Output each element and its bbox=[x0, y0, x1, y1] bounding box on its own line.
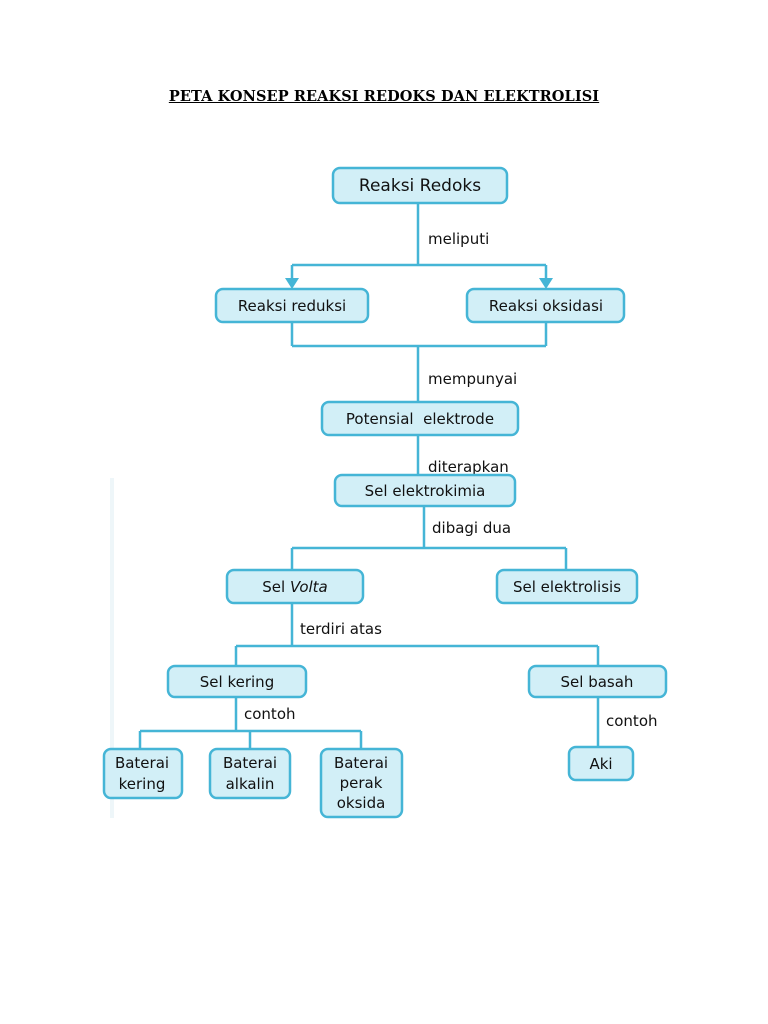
node-sel-basah-label: Sel basah bbox=[561, 673, 634, 691]
node-sel-kering-label: Sel kering bbox=[200, 673, 274, 691]
node-baterai-alkalin: Baterai alkalin bbox=[208, 747, 292, 800]
edge-labels: meliputi mempunyai diterapkan dibagi dua… bbox=[244, 230, 658, 730]
node-sel-basah: Sel basah bbox=[527, 664, 668, 699]
arrow-oksidasi bbox=[539, 278, 553, 289]
node-aki: Aki bbox=[567, 745, 635, 782]
label-dibagi-dua: dibagi dua bbox=[432, 519, 511, 537]
node-potensial-elektrode: Potensial elektrode bbox=[320, 400, 520, 437]
label-terdiri-atas: terdiri atas bbox=[300, 620, 382, 638]
connectors bbox=[138, 204, 600, 749]
label-mempunyai: mempunyai bbox=[428, 370, 517, 388]
node-sel-kering: Sel kering bbox=[166, 664, 308, 699]
label-diterapkan: diterapkan bbox=[428, 458, 509, 476]
node-baterai-kering-line1: Baterai bbox=[115, 754, 169, 772]
node-sel-volta-italic: Volta bbox=[290, 578, 328, 596]
node-sel-elektrolisis-label: Sel elektrolisis bbox=[513, 578, 621, 596]
node-sel-volta: Sel Volta bbox=[225, 568, 365, 605]
label-contoh-kering: contoh bbox=[244, 705, 296, 723]
node-potensial-elektrode-label: Potensial elektrode bbox=[346, 410, 494, 428]
node-sel-volta-prefix: Sel bbox=[262, 578, 290, 596]
node-baterai-alkalin-line1: Baterai bbox=[223, 754, 277, 772]
node-baterai-kering: Baterai kering bbox=[102, 747, 184, 800]
node-reaksi-reduksi-label: Reaksi reduksi bbox=[238, 297, 346, 315]
label-meliputi: meliputi bbox=[428, 230, 489, 248]
node-reaksi-reduksi: Reaksi reduksi bbox=[214, 287, 370, 324]
node-baterai-perak-oksida: Baterai perak oksida bbox=[319, 747, 404, 819]
node-reaksi-oksidasi: Reaksi oksidasi bbox=[465, 287, 626, 324]
node-reaksi-redoks: Reaksi Redoks bbox=[331, 166, 509, 205]
node-reaksi-redoks-label: Reaksi Redoks bbox=[359, 176, 481, 196]
node-baterai-perak-oksida-line3: oksida bbox=[337, 794, 386, 812]
node-sel-elektrokimia-label: Sel elektrokimia bbox=[365, 482, 486, 500]
node-baterai-perak-oksida-line1: Baterai bbox=[334, 754, 388, 772]
label-contoh-basah: contoh bbox=[606, 712, 658, 730]
page-title: PETA KONSEP REAKSI REDOKS DAN ELEKTROLIS… bbox=[168, 88, 600, 105]
node-sel-elektrokimia: Sel elektrokimia bbox=[333, 473, 517, 508]
node-aki-label: Aki bbox=[589, 755, 612, 773]
node-sel-volta-label: Sel Volta bbox=[262, 578, 328, 596]
node-baterai-perak-oksida-line2: perak bbox=[340, 774, 383, 792]
node-sel-elektrolisis: Sel elektrolisis bbox=[495, 568, 639, 605]
scan-edge-strip bbox=[110, 478, 114, 818]
arrow-reduksi bbox=[285, 278, 299, 289]
node-baterai-kering-line2: kering bbox=[119, 775, 166, 793]
node-baterai-alkalin-line2: alkalin bbox=[226, 775, 275, 793]
node-reaksi-oksidasi-label: Reaksi oksidasi bbox=[489, 297, 603, 315]
